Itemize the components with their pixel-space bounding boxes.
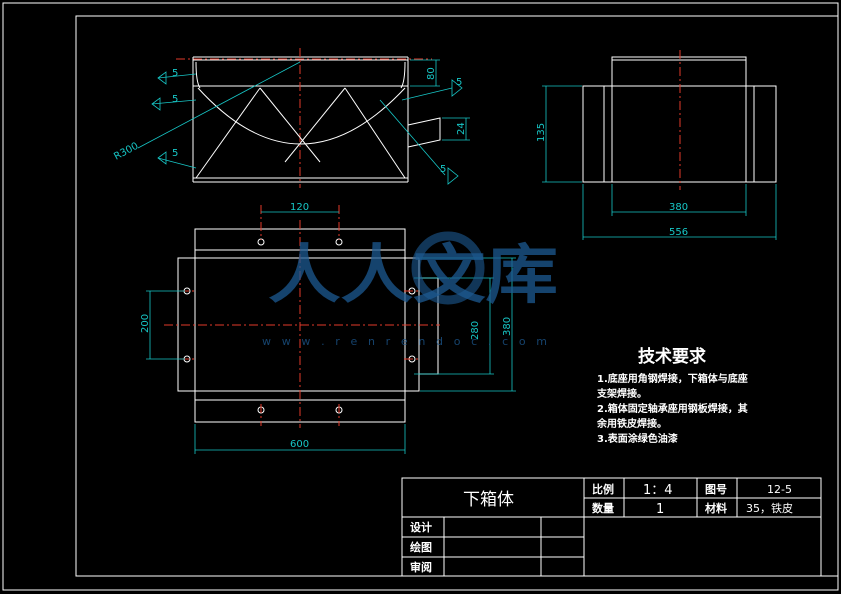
dim-120: 120 xyxy=(290,202,309,213)
arc-r300 xyxy=(197,87,406,145)
dim-135: 135 xyxy=(536,123,547,142)
tech-requirement-line-5: 3.表面涂绿色油漆 xyxy=(597,432,678,445)
dim-r300: R300 xyxy=(112,141,140,163)
tech-requirement-line-4: 余用铁皮焊接。 xyxy=(596,417,667,430)
tech-requirement-line-3: 2.箱体固定轴承座用钢板焊接，其 xyxy=(597,402,748,415)
watermark-text: 人人文库 xyxy=(268,239,558,313)
part-name: 下箱体 xyxy=(463,490,514,510)
title-block: 下箱体 比例 1：4 图号 12-5 数量 1 材料 35，铁皮 设计 绘图 审… xyxy=(401,477,822,577)
quantity-label: 数量 xyxy=(592,501,614,515)
material-value: 35，铁皮 xyxy=(746,502,793,515)
tech-requirement-line-2: 支架焊接。 xyxy=(596,387,647,400)
drawn-label: 绘图 xyxy=(410,540,432,554)
quantity-value: 1 xyxy=(656,502,664,517)
dim-80: 80 xyxy=(426,67,437,80)
watermark: 人人文库 w w w . r e n r e n d o c . c o m xyxy=(262,231,558,348)
top-view: 120 200 280 380 600 xyxy=(140,202,516,454)
scale-value: 1：4 xyxy=(643,483,673,498)
front-view: 80 24 R300 5 5 5 5 5 xyxy=(112,48,470,188)
tech-requirements-title: 技术要求 xyxy=(638,346,706,367)
weld-mark-3: 5 xyxy=(172,148,178,159)
tech-requirements: 技术要求 1.底座用角钢焊接，下箱体与底座 支架焊接。 2.箱体固定轴承座用钢板… xyxy=(596,346,748,445)
weld-mark-1: 5 xyxy=(172,68,178,79)
dim-200: 200 xyxy=(140,314,151,333)
weld-mark-2: 5 xyxy=(172,94,178,105)
review-label: 审阅 xyxy=(410,560,432,574)
dim-24: 24 xyxy=(456,122,467,135)
weld-mark-4: 5 xyxy=(456,77,462,88)
material-label: 材料 xyxy=(705,501,727,515)
dim-280: 280 xyxy=(470,321,481,340)
drawing-no-value: 12-5 xyxy=(767,483,792,496)
dim-380-side: 380 xyxy=(669,202,688,213)
dim-380-top: 380 xyxy=(502,317,513,336)
dim-556: 556 xyxy=(669,227,688,238)
outlet-pipe xyxy=(407,117,441,148)
dim-600: 600 xyxy=(290,439,309,450)
tech-requirement-line-1: 1.底座用角钢焊接，下箱体与底座 xyxy=(597,372,748,385)
side-view: 135 380 556 xyxy=(536,50,777,240)
scale-label: 比例 xyxy=(592,482,614,496)
drawing-no-label: 图号 xyxy=(705,483,727,496)
design-label: 设计 xyxy=(410,520,432,534)
weld-mark-5: 5 xyxy=(440,164,446,175)
watermark-url: w w w . r e n r e n d o c . c o m xyxy=(262,335,547,348)
